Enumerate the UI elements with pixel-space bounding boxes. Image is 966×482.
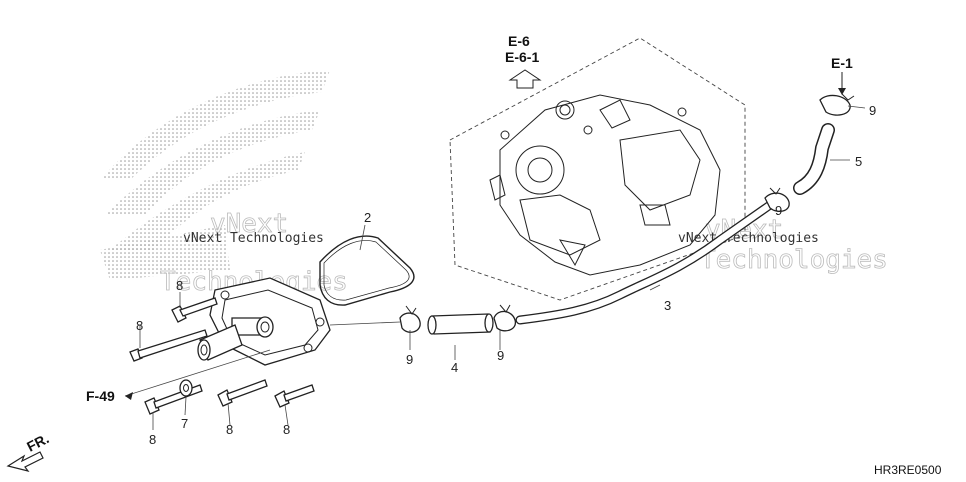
hose-clamp-part[interactable] — [399, 305, 421, 333]
callout-9[interactable]: 9 — [406, 352, 413, 367]
callout-9[interactable]: 9 — [497, 348, 504, 363]
washer-part[interactable] — [179, 379, 193, 397]
callout-7[interactable]: 7 — [181, 416, 188, 431]
bolt-part[interactable] — [274, 384, 315, 408]
front-arrow-icon — [6, 451, 44, 472]
callout-8[interactable]: 8 — [149, 432, 156, 447]
arrowhead-icon — [838, 88, 846, 95]
bolt-part[interactable] — [171, 297, 218, 323]
callout-2[interactable]: 2 — [364, 210, 371, 225]
brand-wing-logo — [100, 70, 330, 280]
callout-8[interactable]: 8 — [176, 278, 183, 293]
watermark-text: Technologies — [700, 245, 888, 275]
callout-5[interactable]: 5 — [855, 154, 862, 169]
front-direction-indicator: FR. — [6, 430, 51, 472]
callout-9[interactable]: 9 — [869, 103, 876, 118]
ref-e6-label[interactable]: E-6 — [508, 33, 530, 49]
front-label: FR. — [24, 430, 51, 454]
watermark-text: vNext Technologies — [183, 231, 324, 246]
callout-8[interactable]: 8 — [226, 422, 233, 437]
hose-upper-part[interactable] — [793, 123, 835, 195]
callout-9[interactable]: 9 — [775, 203, 782, 218]
gasket-part[interactable] — [319, 235, 415, 306]
water-pump-cover[interactable] — [197, 277, 331, 366]
callout-4[interactable]: 4 — [451, 360, 458, 375]
arrowhead-icon — [125, 392, 133, 400]
ref-e6-1-label[interactable]: E-6-1 — [505, 49, 539, 65]
hose-clamp-part[interactable] — [819, 93, 855, 116]
bolt-part[interactable] — [217, 379, 268, 407]
engine-case — [449, 37, 746, 301]
bolt-part[interactable] — [129, 329, 208, 362]
hose-clamp-part[interactable] — [764, 187, 790, 213]
callout-3[interactable]: 3 — [664, 298, 671, 313]
callout-8[interactable]: 8 — [136, 318, 143, 333]
watermark-text: vNext Technologies — [678, 231, 819, 246]
bolt-part[interactable] — [144, 384, 203, 415]
water-hose-part[interactable] — [427, 313, 494, 335]
diagram-code: HR3RE0500 — [874, 463, 942, 477]
callout-8[interactable]: 8 — [283, 422, 290, 437]
ref-f49-label[interactable]: F-49 — [86, 388, 115, 404]
up-arrow-icon — [508, 69, 542, 89]
water-pipe-part[interactable] — [515, 200, 775, 325]
hose-clamp-part[interactable] — [493, 304, 517, 332]
watermark-text: vNext — [210, 209, 288, 239]
ref-e1-label[interactable]: E-1 — [831, 55, 853, 71]
